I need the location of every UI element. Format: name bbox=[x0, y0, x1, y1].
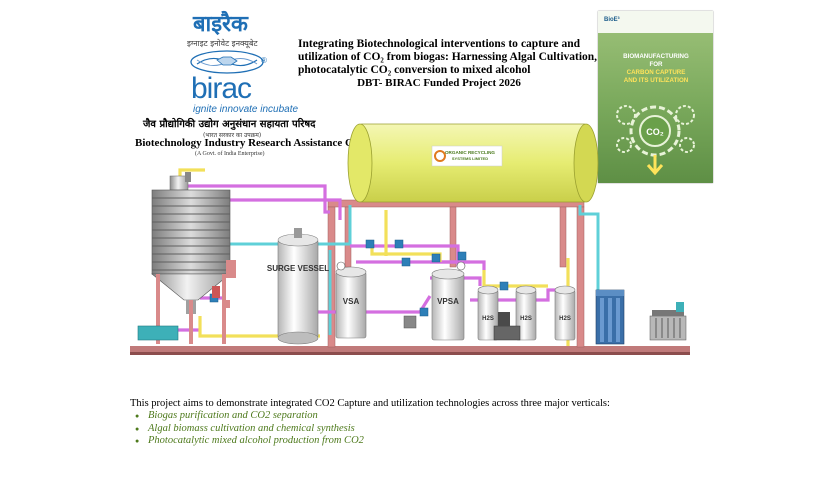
vsa-label: VSA bbox=[343, 297, 360, 306]
cover-logo: BioE³ bbox=[604, 17, 620, 23]
fermenter-reactor bbox=[137, 172, 236, 344]
council-english-name: Biotechnology Industry Research Assistan… bbox=[135, 137, 382, 149]
title-line-3: photocatalytic CO₂ conversion to mixed a… bbox=[298, 64, 531, 76]
logo-tagline: ignite innovate incubate bbox=[193, 104, 299, 115]
surge-vessel: SURGE VESSEL bbox=[267, 228, 329, 345]
company-logo-icon bbox=[434, 150, 446, 162]
council-hindi-note: (भारत सरकार का उपक्रम) bbox=[203, 132, 262, 139]
gauge-icon bbox=[336, 261, 346, 271]
logo-hindi-tagline: इग्नाइट इनोवेट इनक्यूबेट bbox=[187, 39, 258, 48]
compressor-unit bbox=[649, 302, 687, 341]
cover-title: BIOMANUFACTURING FOR CARBON CAPTURE AND … bbox=[606, 53, 706, 85]
h2s-label-1: H2S bbox=[482, 316, 494, 322]
plant-diagram: ORGANIC RECYCLING SYSTEMS LIMITED bbox=[130, 123, 690, 355]
company-name-sub: SYSTEMS LIMITED bbox=[452, 156, 488, 161]
h2s-label-3: H2S bbox=[559, 316, 571, 322]
verticals-list: Biogas purification and CO2 separation A… bbox=[130, 410, 750, 448]
company-name: ORGANIC RECYCLING bbox=[445, 150, 495, 155]
h2s-label-2: H2S bbox=[520, 316, 532, 322]
cover-title-line-2: FOR bbox=[649, 61, 663, 68]
book-cover: BioE³ BIOMANUFACTURING FOR CARBON CAPTUR… bbox=[598, 11, 713, 183]
gas-cylinder-pack bbox=[595, 289, 625, 345]
cover-title-line-1: BIOMANUFACTURING bbox=[623, 53, 689, 60]
surge-vessel-label: SURGE VESSEL bbox=[267, 264, 329, 273]
cover-co2-badge: CO₂ bbox=[646, 127, 664, 137]
handshake-icon bbox=[190, 50, 264, 74]
council-hindi-name: जैव प्रौद्योगिकी उद्योग अनुसंधान सहायता … bbox=[143, 119, 316, 130]
registered-mark: ® bbox=[261, 56, 267, 65]
project-title: Integrating Biotechnological interventio… bbox=[298, 38, 598, 89]
title-line-1: Integrating Biotechnological interventio… bbox=[298, 38, 580, 50]
vertical-item: Photocatalytic mixed alcohol production … bbox=[135, 435, 750, 448]
project-subtitle: DBT- BIRAC Funded Project 2026 bbox=[357, 77, 521, 89]
gauge-icon bbox=[456, 261, 466, 271]
cover-header bbox=[598, 11, 713, 33]
h2s-scrubbers: H2S H2S H2S bbox=[477, 285, 576, 341]
vpsa-label: VPSA bbox=[437, 297, 459, 306]
logo-hindi-brand: बाइरैक bbox=[193, 12, 248, 37]
birac-logo: बाइरैक इग्नाइट इनोवेट इनक्यूबेट ® birac … bbox=[135, 4, 382, 157]
base-platform bbox=[130, 346, 690, 352]
vertical-item: Biogas purification and CO2 separation bbox=[135, 410, 750, 423]
govt-enterprise-note: (A Govt. of India Enterprise) bbox=[195, 151, 265, 157]
description-intro: This project aims to demonstrate integra… bbox=[130, 398, 610, 409]
vsa-vessel: VSA bbox=[335, 261, 367, 339]
project-description: This project aims to demonstrate integra… bbox=[130, 398, 750, 448]
cover-title-line-3: CARBON CAPTURE bbox=[626, 69, 686, 76]
vpsa-vessel: VPSA bbox=[403, 261, 466, 341]
title-line-2: utilization of CO₂ from biogas: Harnessi… bbox=[298, 51, 598, 63]
gas-storage-tank: ORGANIC RECYCLING SYSTEMS LIMITED bbox=[347, 123, 599, 203]
cover-title-line-4: AND ITS UTILIZATION bbox=[623, 77, 689, 84]
vertical-item: Algal biomass cultivation and chemical s… bbox=[135, 423, 750, 436]
logo-brand: birac bbox=[191, 72, 252, 105]
gears-co2-icon: CO₂ bbox=[616, 105, 695, 176]
